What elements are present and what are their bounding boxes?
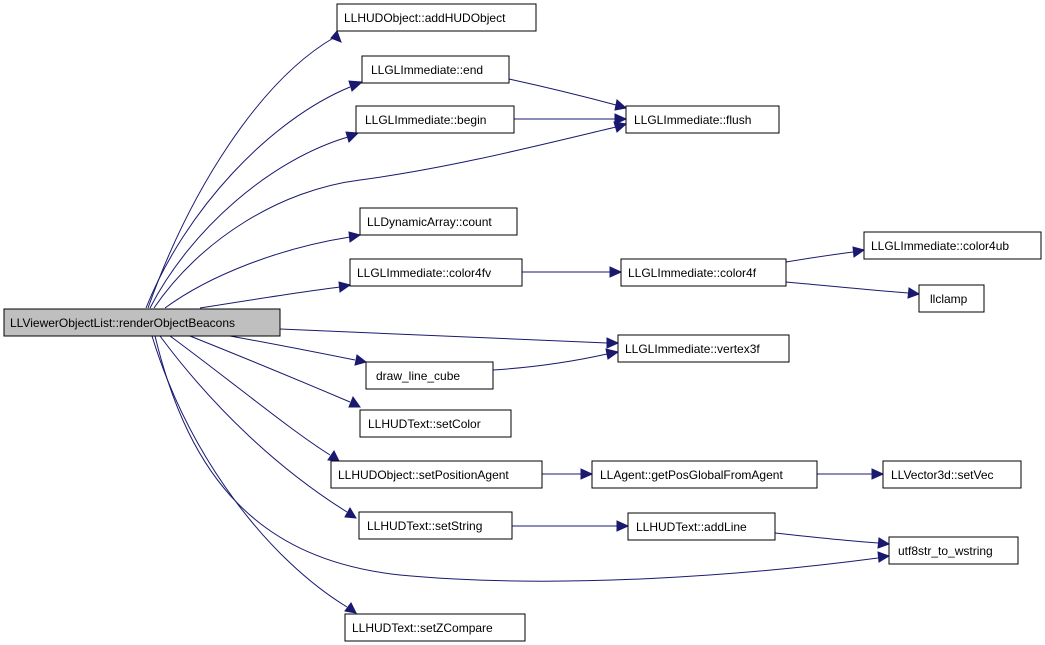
node-label: LLGLImmediate::end	[371, 63, 483, 77]
edge-root-to-count	[164, 236, 351, 309]
edge-addline-to-utf8	[774, 532, 879, 544]
node-label: LLGLImmediate::begin	[365, 113, 486, 127]
node-utf8str-to-wstring[interactable]: utf8str_to_wstring	[888, 536, 1019, 565]
node-label: LLViewerObjectList::renderObjectBeacons	[10, 316, 235, 330]
node-label: LLDynamicArray::count	[367, 215, 492, 229]
arrowhead-setpositionagent	[327, 450, 340, 462]
edge-color4f-to-color4ub	[785, 251, 854, 263]
node-glimmediate-vertex3f[interactable]: LLGLImmediate::vertex3f	[617, 334, 790, 363]
edge-root-to-setcolor	[189, 335, 351, 403]
node-label: utf8str_to_wstring	[898, 544, 993, 558]
arrowhead-setcolor	[348, 395, 361, 408]
arrowhead-begin	[345, 131, 360, 143]
node-glimmediate-color4ub[interactable]: LLGLImmediate::color4ub	[863, 231, 1042, 260]
node-label: llclamp	[930, 292, 968, 306]
node-label: LLHUDText::setZCompare	[352, 621, 493, 635]
edge-root-to-drawlinecube	[229, 335, 356, 361]
node-label: LLGLImmediate::vertex3f	[625, 342, 760, 356]
edge-root-to-color4fv	[199, 286, 341, 309]
edge-root-to-vertex3f	[279, 328, 608, 344]
arrowhead-count	[348, 231, 362, 243]
arrowhead-flush-from-begin	[614, 113, 628, 125]
node-agent-getposglobalfromagent[interactable]: LLAgent::getPosGlobalFromAgent	[591, 460, 818, 489]
arrowhead-getposglobal	[580, 468, 594, 480]
arrowhead-setvec	[871, 468, 885, 480]
arrowhead-setzcompare	[344, 602, 357, 614]
arrowhead-flush-from-end	[614, 99, 628, 111]
edge-drawlinecube-to-vertex3f	[492, 353, 608, 371]
node-label: LLHUDText::setColor	[368, 417, 481, 431]
node-label: LLGLImmediate::color4f	[628, 266, 757, 280]
arrowhead-addhudobject	[330, 30, 342, 43]
node-label: LLVector3d::setVec	[891, 468, 994, 482]
node-hudtext-addline[interactable]: LLHUDText::addLine	[627, 512, 776, 541]
edge-root-to-begin	[149, 136, 349, 309]
node-llclamp[interactable]: llclamp	[918, 284, 985, 313]
node-glimmediate-flush[interactable]: LLGLImmediate::flush	[625, 105, 780, 134]
node-dynamicarray-count[interactable]: LLDynamicArray::count	[359, 207, 518, 236]
edge-root-to-addhudobject	[147, 36, 336, 309]
node-label: LLGLImmediate::flush	[634, 113, 751, 127]
edge-root-to-flush	[153, 126, 617, 309]
node-glimmediate-color4f[interactable]: LLGLImmediate::color4f	[620, 258, 787, 287]
node-label: LLHUDObject::addHUDObject	[344, 11, 506, 25]
edge-root-to-setpositionagent	[169, 335, 331, 456]
node-glimmediate-end[interactable]: LLGLImmediate::end	[361, 55, 510, 84]
arrowhead-end	[348, 80, 364, 92]
arrowhead-addline	[616, 520, 630, 532]
arrowhead-utf8-from-root	[877, 551, 891, 563]
arrowhead-setstring	[344, 507, 357, 519]
edges	[145, 30, 921, 614]
nodes: LLViewerObjectList::renderObjectBeacons …	[3, 3, 1042, 642]
node-label: LLGLImmediate::color4ub	[871, 239, 1009, 253]
arrowhead-llclamp	[907, 287, 921, 299]
node-label: LLAgent::getPosGlobalFromAgent	[600, 468, 783, 482]
node-label: LLHUDText::setString	[367, 519, 482, 533]
edge-root-to-end	[145, 86, 351, 309]
node-addhudobject[interactable]: LLHUDObject::addHUDObject	[336, 3, 537, 32]
arrowhead-drawlinecube	[354, 354, 368, 366]
arrowhead-color4f	[609, 266, 623, 278]
arrowhead-utf8-from-addline	[877, 537, 891, 549]
edge-root-to-setstring	[159, 335, 348, 513]
arrowhead-flush-from-root	[613, 121, 628, 133]
node-glimmediate-begin[interactable]: LLGLImmediate::begin	[355, 105, 515, 134]
arrowhead-vertex3f-from-drawlinecube	[605, 348, 620, 360]
node-label: LLGLImmediate::color4fv	[357, 266, 491, 280]
node-label: draw_line_cube	[376, 369, 460, 383]
edge-root-to-setzcompare	[151, 335, 348, 608]
node-hudtext-setzcompare[interactable]: LLHUDText::setZCompare	[344, 613, 526, 642]
edge-root-to-utf8	[154, 335, 879, 582]
node-vector3d-setvec[interactable]: LLVector3d::setVec	[882, 460, 1022, 489]
node-hudtext-setstring[interactable]: LLHUDText::setString	[358, 511, 513, 540]
node-draw-line-cube[interactable]: draw_line_cube	[365, 361, 494, 390]
node-renderobjectbeacons[interactable]: LLViewerObjectList::renderObjectBeacons	[3, 308, 281, 337]
arrowhead-color4ub	[852, 246, 866, 258]
node-hudobject-setpositionagent[interactable]: LLHUDObject::setPositionAgent	[330, 460, 543, 489]
node-label: LLHUDObject::setPositionAgent	[338, 468, 509, 482]
arrowhead-color4fv	[338, 281, 352, 293]
node-label: LLHUDText::addLine	[636, 520, 747, 534]
node-hudtext-setcolor[interactable]: LLHUDText::setColor	[359, 409, 512, 438]
node-glimmediate-color4fv[interactable]: LLGLImmediate::color4fv	[349, 258, 523, 287]
edge-color4f-to-llclamp	[785, 281, 909, 294]
arrowhead-vertex3f-from-root	[606, 337, 620, 349]
edge-end-to-flush	[508, 78, 617, 106]
